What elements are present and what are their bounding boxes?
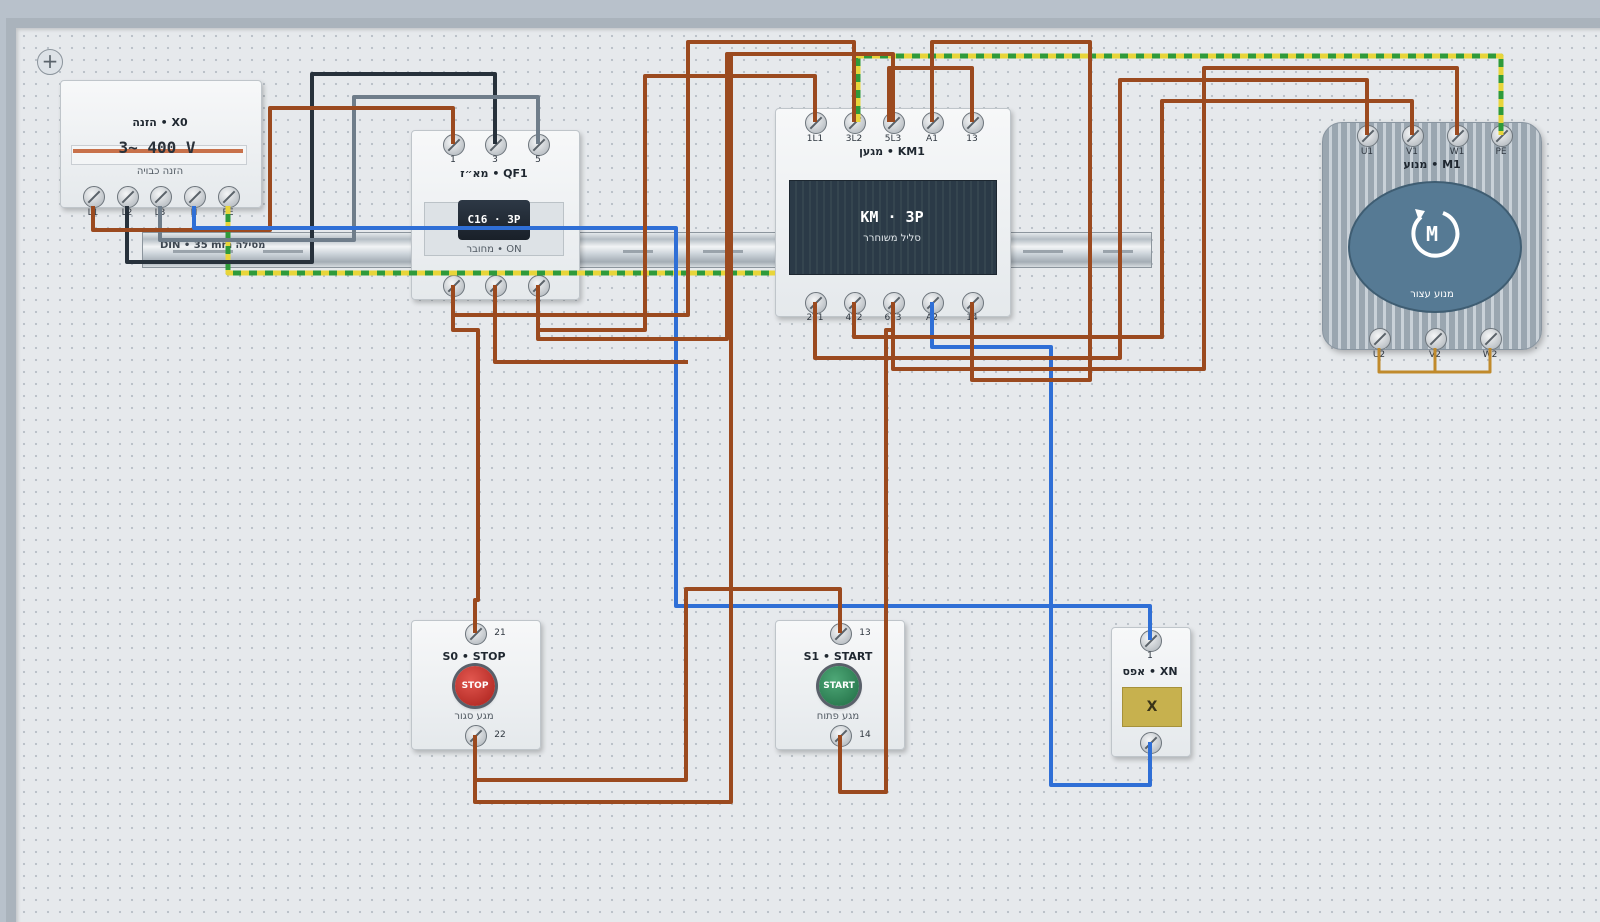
terminal-label: 22 — [494, 730, 506, 740]
terminal-label: V1 — [1406, 147, 1418, 157]
terminal-label: 13 — [859, 628, 871, 638]
terminal-PE[interactable] — [218, 186, 240, 208]
terminal-4[interactable] — [485, 275, 507, 297]
terminal-label: PE — [1495, 147, 1507, 157]
terminal-14[interactable] — [962, 292, 984, 314]
terminal-label: 5 — [535, 155, 541, 165]
terminal-1[interactable] — [443, 134, 465, 156]
terminal-21[interactable] — [465, 623, 487, 645]
contactor-panel — [789, 180, 997, 275]
terminal-4T2[interactable] — [844, 292, 866, 314]
start-contact-status: מגע פתוח — [816, 711, 860, 722]
terminal-label: 6 — [535, 296, 541, 306]
terminal-label: V2 — [1429, 350, 1441, 360]
terminal-6[interactable] — [528, 275, 550, 297]
supply-status: הזנה כבויה — [136, 166, 184, 177]
terminal-label: A2 — [926, 313, 938, 323]
terminal-label: 21 — [494, 628, 506, 638]
terminal-L2[interactable] — [117, 186, 139, 208]
supply-title: הזנה • X0 — [132, 116, 188, 129]
motor-title: מנוע • M1 — [1403, 158, 1461, 171]
terminal-label: N — [190, 208, 198, 218]
contactor-title: מגען • KM1 — [859, 145, 925, 158]
terminal-label: 3L2 — [845, 134, 863, 144]
terminal-label: 4 — [492, 296, 498, 306]
neutral-title: אפס • XN — [1122, 665, 1178, 678]
breaker-title: מא״ז • QF1 — [460, 167, 528, 180]
motor-symbol: M — [1425, 222, 1439, 246]
terminal-label: L1 — [87, 208, 99, 218]
terminal-label: W2 — [1482, 350, 1498, 360]
terminal-5L3[interactable] — [883, 112, 905, 134]
motor-status: מנוע עצור — [1410, 289, 1454, 300]
terminal-label: 3 — [492, 155, 498, 165]
start-button[interactable]: START — [819, 666, 859, 706]
terminal-U1[interactable] — [1357, 125, 1379, 147]
terminal-2T1[interactable] — [805, 292, 827, 314]
terminal-label: PE — [222, 208, 234, 218]
contactor-panel-title: KM · 3P — [860, 208, 924, 226]
terminal-13[interactable] — [962, 112, 984, 134]
terminal-label: 2 — [1147, 753, 1153, 763]
terminal-A2[interactable] — [922, 292, 944, 314]
terminal-W1[interactable] — [1447, 125, 1469, 147]
terminal-1L1[interactable] — [805, 112, 827, 134]
terminal-start-13[interactable] — [830, 623, 852, 645]
terminal-label: W1 — [1449, 147, 1465, 157]
terminal-label: L2 — [121, 208, 133, 218]
terminal-W2[interactable] — [1480, 328, 1502, 350]
terminal-label: 13 — [966, 134, 978, 144]
terminal-label: 2T1 — [806, 313, 824, 323]
stop-title: S0 • STOP — [442, 650, 506, 663]
terminal-xn-1[interactable] — [1140, 630, 1162, 652]
terminal-label: 1 — [450, 155, 456, 165]
terminal-U2[interactable] — [1369, 328, 1391, 350]
terminal-label: A1 — [926, 134, 938, 144]
terminal-22[interactable] — [465, 725, 487, 747]
terminal-motor-PE[interactable] — [1491, 125, 1513, 147]
din-rail-label: DIN • 35 mm מסילה — [160, 240, 266, 251]
terminal-start-14[interactable] — [830, 725, 852, 747]
breaker-badge[interactable]: C16 · 3P — [458, 200, 530, 240]
breaker-state: מחובר • ON — [466, 244, 522, 255]
contactor-coil-status: סליל משוחרר — [863, 233, 921, 244]
terminal-label: 4T2 — [845, 313, 863, 323]
neutral-mark: X — [1122, 687, 1182, 727]
terminal-2[interactable] — [443, 275, 465, 297]
terminal-label: 14 — [966, 313, 978, 323]
terminal-N[interactable] — [184, 186, 206, 208]
stop-contact-status: מגע סגור — [454, 711, 494, 722]
terminal-label: 1L1 — [806, 134, 824, 144]
terminal-L3[interactable] — [150, 186, 172, 208]
terminal-V2[interactable] — [1425, 328, 1447, 350]
terminal-V1[interactable] — [1402, 125, 1424, 147]
terminal-label: 1 — [1147, 651, 1153, 661]
terminal-label: U1 — [1360, 147, 1374, 157]
terminal-label: 6T3 — [884, 313, 902, 323]
terminal-label: L3 — [154, 208, 166, 218]
terminal-L1[interactable] — [83, 186, 105, 208]
terminal-3[interactable] — [485, 134, 507, 156]
add-component-button[interactable]: + — [37, 49, 63, 75]
terminal-5[interactable] — [528, 134, 550, 156]
terminal-label: 14 — [859, 730, 871, 740]
terminal-6T3[interactable] — [883, 292, 905, 314]
voltage-value: 3~ 400 V — [118, 138, 196, 157]
stop-button[interactable]: STOP — [455, 666, 495, 706]
start-title: S1 • START — [803, 650, 873, 663]
terminal-label: U2 — [1372, 350, 1386, 360]
terminal-label: 5L3 — [884, 134, 902, 144]
terminal-A1[interactable] — [922, 112, 944, 134]
terminal-label: 2 — [450, 296, 456, 306]
terminal-3L2[interactable] — [844, 112, 866, 134]
terminal-xn-2[interactable] — [1140, 732, 1162, 754]
